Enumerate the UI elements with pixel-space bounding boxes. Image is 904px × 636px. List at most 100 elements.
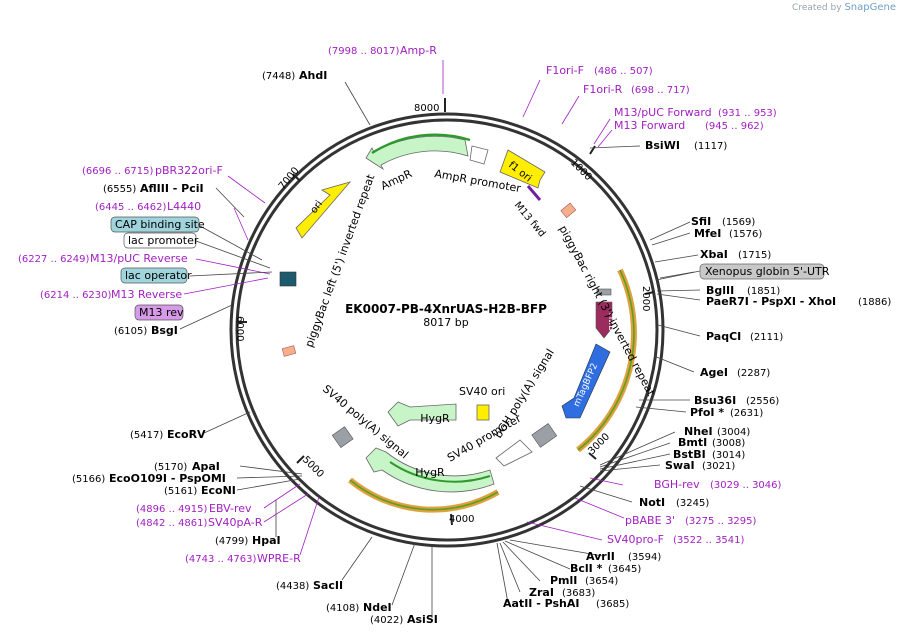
ruler [236, 98, 655, 526]
bsgi-name: BsgI [151, 324, 178, 337]
pmli-name: PmlI [550, 574, 577, 587]
bfp-green-line [577, 269, 635, 451]
leader-lines [179, 81, 701, 618]
pb-left-label: piggyBac left (5') inverted repeat [303, 172, 378, 349]
agei-name: AgeI [700, 366, 728, 379]
sv40pa-r-pos: (4842 .. 4861) [136, 518, 208, 529]
bglii-name: BglII [706, 284, 734, 297]
ebv-rev-pos: (4896 .. 4915) [136, 504, 208, 515]
ampr-label: AmpR [379, 167, 415, 193]
apai-pos: (5170) [154, 462, 187, 473]
plasmid-length: 8017 bp [423, 316, 468, 329]
hpai-name: HpaI [252, 534, 281, 547]
ndei-pos: (4108) [326, 603, 359, 614]
sv40pa-r-name: SV40pA-R [208, 516, 263, 529]
f1ori-f-name: F1ori-F [546, 64, 584, 77]
zrai-name: ZraI [529, 586, 554, 599]
cap-binding-label: CAP binding site [115, 218, 205, 231]
bgh-rev-name: BGH-rev [654, 478, 700, 491]
ampr-cds-line [371, 133, 471, 155]
m13puc-forward-name: M13/pUC Forward [614, 106, 712, 119]
bglii-pos: (1851) [747, 286, 780, 297]
ampr-promoter-shape [469, 145, 489, 165]
m13puc-forward-pos: (931 .. 953) [718, 108, 777, 119]
ruler-8000: 8000 [414, 103, 439, 114]
bmti-name: BmtI [678, 436, 707, 449]
globin-utr-box [699, 263, 825, 280]
sacii-name: SacII [313, 579, 343, 592]
ruler-5000: 5000 [300, 454, 326, 480]
m13-reverse-pos: (6214 .. 6230) [40, 290, 112, 301]
ruler-6000: 6000 [234, 316, 245, 341]
pmli-pos: (3654) [585, 576, 618, 587]
bcli-name: BclI * [570, 562, 603, 575]
amp-r-pos: (7998 .. 8017) [328, 46, 400, 57]
mfei-pos: (1576) [729, 229, 762, 240]
hygr-upper-arrow [387, 401, 457, 427]
m13puc-reverse-name: M13/pUC Reverse [90, 252, 188, 265]
wpre-r-pos: (4743 .. 4763) [185, 554, 257, 565]
hygr-cds-line [389, 461, 491, 483]
ahdi-pos: (7448) [262, 71, 295, 82]
mtagbfp2-arrow [561, 343, 611, 419]
m13-rev-box [134, 304, 184, 321]
h2b-arrow [595, 301, 613, 339]
m13-rev-label: M13 rev [139, 306, 184, 319]
cap-binding-box [110, 216, 200, 233]
sacii-pos: (4438) [276, 581, 309, 592]
sv40-ori-label: SV40 ori [459, 385, 505, 398]
bstbi-pos: (3014) [712, 450, 745, 461]
lac-operator-label: lac operator [125, 269, 192, 282]
sv40-promoter-shape [495, 439, 533, 467]
m13-reverse-name: M13 Reverse [111, 288, 182, 301]
bsiwi-pos: (1117) [694, 141, 727, 152]
pb-left-repeat [281, 345, 297, 357]
swai-pos: (3021) [702, 461, 735, 472]
sv40-green-line [349, 479, 499, 511]
backbone-inner [235, 118, 659, 542]
apai-name: ApaI [192, 460, 220, 473]
bsgi-pos: (6105) [114, 326, 147, 337]
hygr-upper-label: HygR [420, 412, 450, 425]
credit-prefix: Created by [792, 3, 842, 13]
f1ori-r-name: F1ori-R [583, 83, 623, 96]
m13-forward-name: M13 Forward [614, 119, 685, 132]
plasmid-name: EK0007-PB-4XnrUAS-H2B-BFP [345, 302, 547, 316]
features: H2B mTagBFP2 HygR HygR [279, 133, 637, 513]
sfii-pos: (1569) [722, 217, 755, 228]
bcli-pos: (3645) [608, 564, 641, 575]
noti-name: NotI [639, 496, 665, 509]
zrai-pos: (3683) [562, 588, 595, 599]
lac-promoter-label: lac promoter [128, 234, 199, 247]
f1ori-f-pos: (486 .. 507) [594, 66, 653, 77]
m13puc-reverse-pos: (6227 .. 6249) [18, 254, 90, 265]
sv40-ori-box [476, 404, 490, 421]
snapgene-credit: Created by SnapGene [792, 2, 896, 13]
ndei-name: NdeI [363, 601, 392, 614]
f1ori-r-pos: (698 .. 717) [631, 85, 690, 96]
ampr-arrow [365, 135, 469, 171]
asisi-pos: (4022) [370, 615, 403, 626]
backbone-outer [229, 112, 665, 548]
econi-name: EcoNI [201, 484, 236, 497]
pcii-pos: (6555) [103, 184, 136, 195]
pbabe3-name: pBABE 3' [625, 514, 675, 527]
xbai-pos: (1715) [738, 250, 771, 261]
sfii-name: SfiI [691, 215, 711, 228]
h2b-label: H2B [606, 313, 616, 332]
m13-forward-pos: (945 .. 962) [705, 121, 764, 132]
ahdi-name: AhdI [299, 69, 327, 82]
lac-promoter-box [123, 232, 197, 249]
avrii-name: AvrII [586, 550, 615, 563]
sv40-polya-box [331, 426, 354, 448]
pspomi-name: EcoO109I - PspOMI [109, 472, 226, 485]
globin-utr [596, 288, 612, 296]
pbr322ori-f-name: pBR322ori-F [155, 164, 223, 177]
aatii-pos: (3685) [596, 599, 629, 610]
xbai-name: XbaI [700, 248, 728, 261]
wpre-r-name: WPRE-R [257, 552, 301, 565]
ruler-4000: 4000 [449, 514, 474, 525]
ecorv-name: EcoRV [167, 428, 206, 441]
paqci-name: PaqCI [706, 330, 741, 343]
f1-ori-arrow [499, 149, 546, 189]
